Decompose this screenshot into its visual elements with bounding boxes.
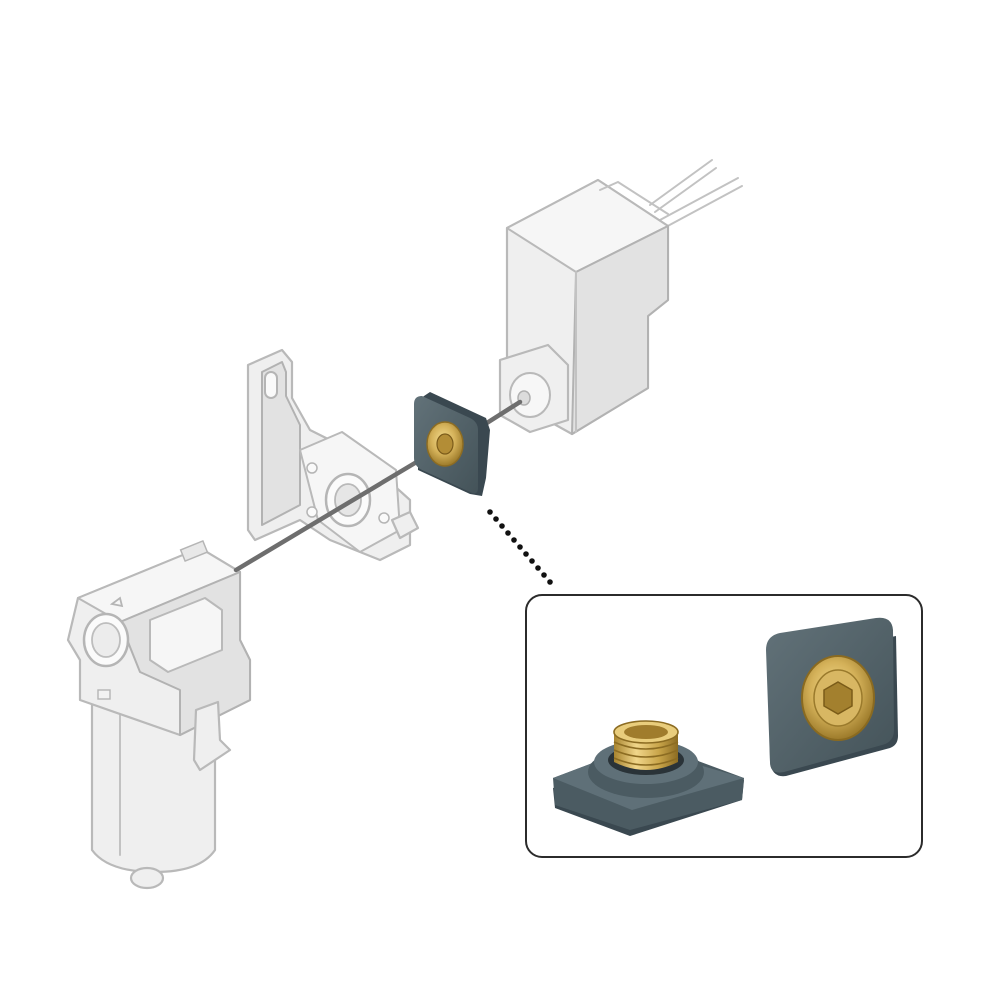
bracket-fitting [390, 510, 420, 540]
spacer-plate [414, 392, 490, 496]
valve-coil-side [571, 225, 669, 435]
bracket-slot [264, 371, 278, 399]
solenoid-valve [498, 159, 743, 436]
pipe-spacer-to-filter [233, 454, 428, 573]
filter-cap [149, 597, 223, 673]
callout-leader [487, 509, 553, 585]
valve-cables [649, 159, 743, 229]
callout-panel [525, 594, 923, 858]
bracket-plate [261, 361, 301, 526]
callout-spacer-with-fitting [553, 720, 744, 836]
filter-regulator [66, 539, 252, 890]
hex-socket-icon [823, 681, 853, 715]
mounting-bracket [246, 348, 420, 562]
callout-spacer-front [766, 617, 898, 777]
filter-drain [129, 866, 165, 890]
filter-side-valve [192, 700, 232, 772]
